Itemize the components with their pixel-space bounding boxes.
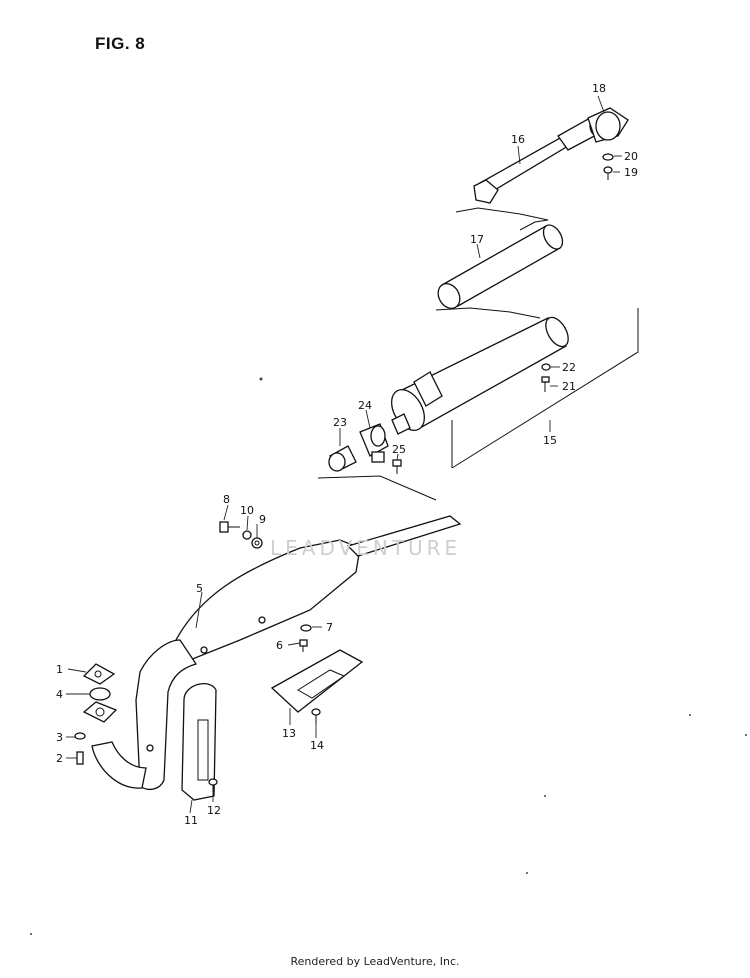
callout-21: 21 xyxy=(562,380,576,393)
gasket-1 xyxy=(82,663,116,685)
callout-20: 20 xyxy=(624,150,638,163)
bolt-6 xyxy=(299,639,308,652)
callout-5: 5 xyxy=(196,582,203,595)
callout-11: 11 xyxy=(184,814,198,827)
end-cap-23 xyxy=(328,445,357,472)
callout-3: 3 xyxy=(56,731,63,744)
callout-22: 22 xyxy=(562,361,576,374)
bolt-19 xyxy=(603,166,613,180)
callout-6: 6 xyxy=(276,639,283,652)
callout-12: 12 xyxy=(207,804,221,817)
muffler-tip-18 xyxy=(587,107,629,143)
callout-9: 9 xyxy=(259,513,266,526)
expansion-chamber-5 xyxy=(91,515,462,791)
bolt-8 xyxy=(219,521,240,533)
callout-23: 23 xyxy=(333,416,347,429)
break-line-upper xyxy=(455,207,549,231)
callout-4: 4 xyxy=(56,688,63,701)
callout-19: 19 xyxy=(624,166,638,179)
callout-18: 18 xyxy=(592,82,606,95)
callout-2: 2 xyxy=(56,752,63,765)
heat-guard-11 xyxy=(181,683,217,801)
flange-plate xyxy=(82,701,118,723)
muffler-15 xyxy=(390,316,569,435)
footer-credit: Rendered by LeadVenture, Inc. xyxy=(290,955,460,968)
break-line-mid xyxy=(435,307,541,319)
callout-13: 13 xyxy=(282,727,296,740)
clamp-24 xyxy=(359,423,389,463)
washer-20 xyxy=(602,153,614,161)
stud-2 xyxy=(76,751,84,765)
break-line-lower xyxy=(317,475,437,501)
heat-shield-13 xyxy=(270,649,364,713)
inner-silencer-17 xyxy=(437,224,564,309)
leader-lines xyxy=(66,95,622,814)
callout-1: 1 xyxy=(56,663,63,676)
bolt-14 xyxy=(311,708,321,724)
watermark: LEADVENTURE xyxy=(270,536,462,560)
washer-9 xyxy=(251,537,263,549)
screw-12 xyxy=(208,778,218,792)
bolt-25 xyxy=(392,459,402,474)
washer-22 xyxy=(541,363,551,371)
callout-14: 14 xyxy=(310,739,324,752)
washer-3 xyxy=(74,732,86,740)
bracket-15 xyxy=(451,308,639,469)
figure-title: FIG. 8 xyxy=(95,34,146,53)
washer-7 xyxy=(300,624,312,632)
callout-8: 8 xyxy=(223,493,230,506)
callout-16: 16 xyxy=(511,133,525,146)
callout-15: 15 xyxy=(543,434,557,447)
callout-24: 24 xyxy=(358,399,372,412)
callout-17: 17 xyxy=(470,233,484,246)
callout-25: 25 xyxy=(392,443,406,456)
gasket-4 xyxy=(89,687,111,701)
callout-labels: 1 2 3 4 5 6 7 8 9 10 11 12 13 14 15 16 1… xyxy=(56,82,638,827)
callout-10: 10 xyxy=(240,504,254,517)
washer-10 xyxy=(242,530,252,540)
callout-7: 7 xyxy=(326,621,333,634)
bolt-21 xyxy=(541,376,550,392)
scan-specks xyxy=(30,377,747,935)
tail-pipe-16 xyxy=(473,116,603,204)
